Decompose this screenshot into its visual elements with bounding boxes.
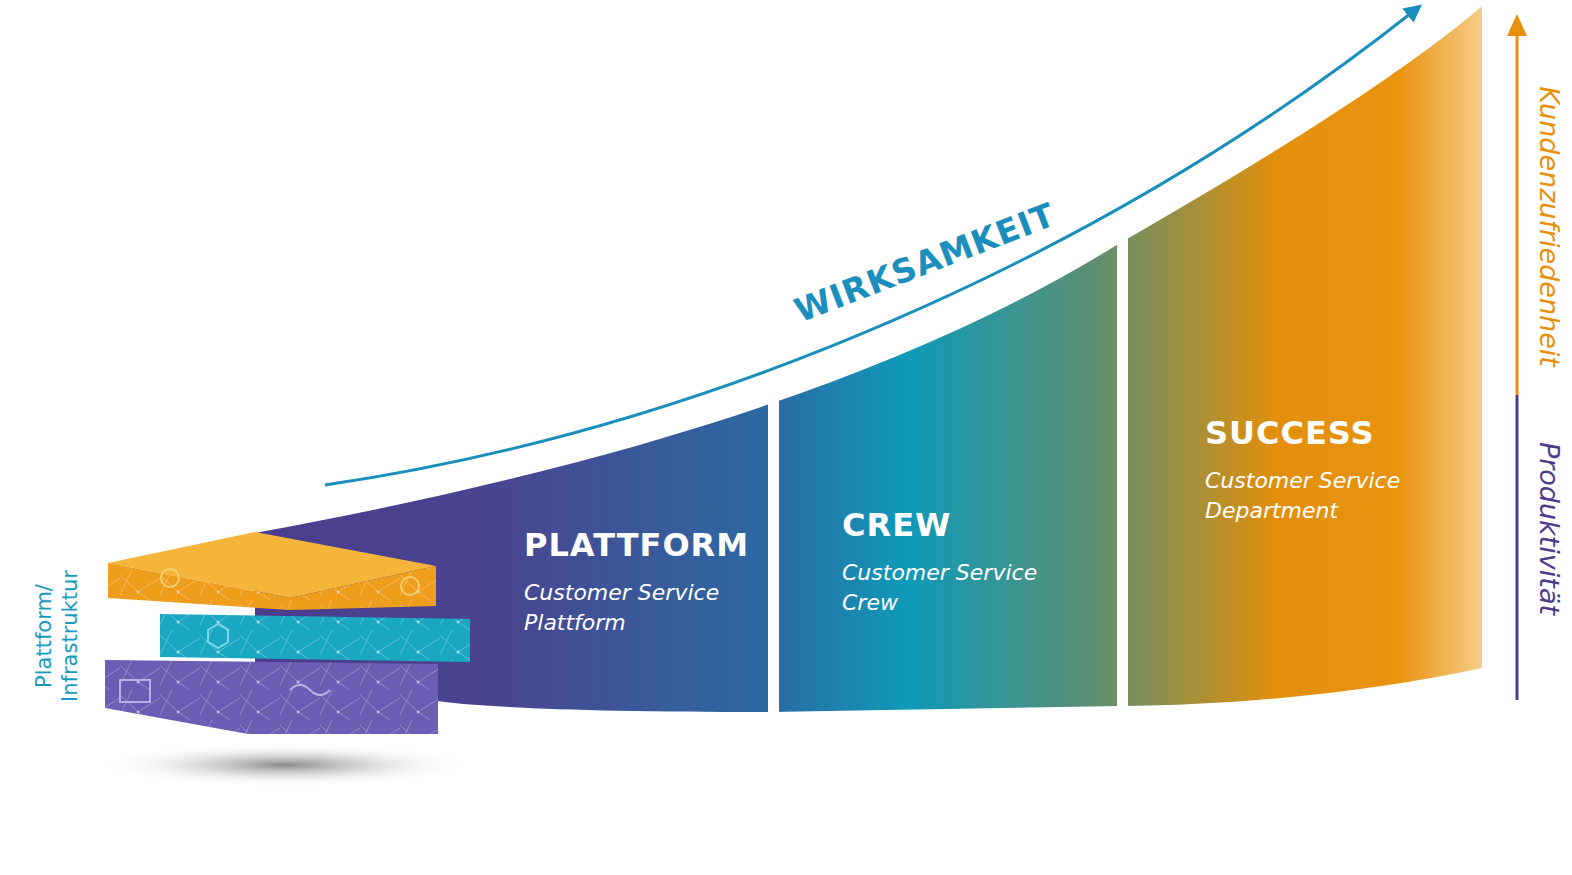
axis-label: Produktivität [1534, 441, 1565, 614]
stage-title: CREW [842, 506, 1096, 544]
axis-arrow [1507, 14, 1527, 700]
stack-label: Plattform/ Infrastruktur [31, 556, 83, 716]
stage-subtitle: Customer Service Department [1205, 466, 1469, 526]
stage-subtitle: Customer Service Crew [842, 558, 1096, 618]
stage-band: SUCCESS Customer Service Department [1197, 408, 1477, 532]
stage-band: PLATTFORM Customer Service Plattform [516, 520, 762, 644]
stage-band: CREW Customer Service Crew [834, 500, 1104, 624]
growth-band [255, 6, 1482, 720]
axis-label: Kundenzufriedenheit [1533, 86, 1564, 367]
stage-subtitle: Customer Service Plattform [524, 578, 754, 638]
stage-title: PLATTFORM [524, 526, 754, 564]
stage-title: SUCCESS [1205, 414, 1469, 452]
effectiveness-arrow [325, 10, 1415, 485]
platform-stack [95, 532, 475, 787]
